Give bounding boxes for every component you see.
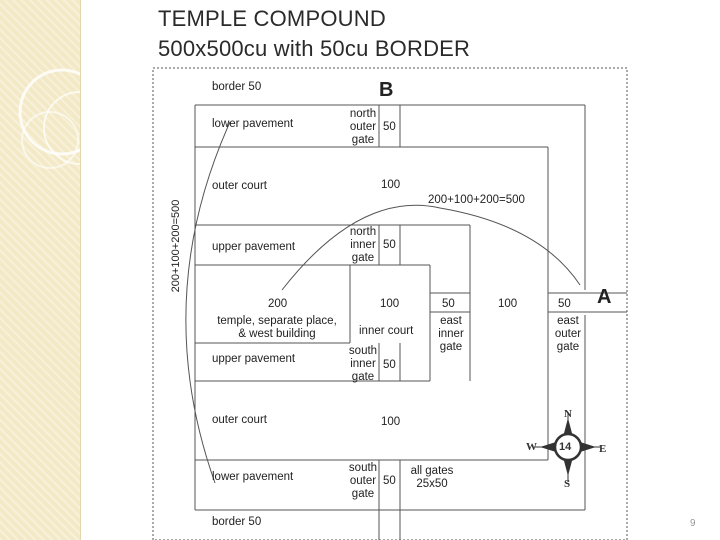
title-line-2: 500x500cu with 50cu BORDER	[158, 36, 471, 61]
border-top-label: border 50	[212, 81, 262, 93]
temple-area-label: temple, separate place,& west building	[217, 315, 337, 340]
lower-pavement-bottom-label: lower pavement	[212, 471, 294, 483]
outer-border-boundary	[152, 67, 628, 540]
compass-s: S	[564, 478, 571, 490]
marker-a: A	[597, 286, 612, 308]
lower-pavement-top-label: lower pavement	[212, 118, 294, 130]
val-200-temple: 200	[268, 298, 288, 310]
sum-vertical-label: 200+100+200=500	[170, 199, 182, 293]
compass-number: 14	[559, 441, 572, 453]
decorative-circles	[18, 68, 80, 169]
inner-court-label: inner court	[359, 325, 414, 337]
val-100-east: 100	[498, 298, 518, 310]
border-bottom-label: border 50	[212, 516, 262, 528]
val-50-north-inner: 50	[383, 239, 396, 251]
val-100-outer-court-top: 100	[381, 179, 401, 191]
val-100-outer-court-bottom: 100	[381, 416, 401, 428]
val-50-north-outer: 50	[383, 121, 396, 133]
west-arc	[185, 121, 231, 484]
compass-n: N	[564, 408, 572, 420]
page-number: 9	[690, 518, 696, 529]
val-50-east-inner: 50	[442, 298, 455, 310]
val-50-south-outer: 50	[383, 475, 396, 487]
outer-court-top-label: outer court	[212, 180, 267, 192]
val-50-south-inner: 50	[383, 359, 396, 371]
outer-court-bottom-label: outer court	[212, 414, 267, 426]
val-50-east-outer: 50	[558, 298, 571, 310]
title-line-1: TEMPLE COMPOUND	[158, 6, 386, 31]
compass-e: E	[599, 443, 607, 455]
east-arc	[281, 204, 581, 291]
val-100-inner-court: 100	[380, 298, 400, 310]
marker-b: B	[379, 79, 394, 101]
compass-icon	[535, 412, 600, 482]
decorative-side-strip	[0, 0, 81, 540]
upper-pavement-bottom-label: upper pavement	[212, 353, 296, 365]
compass-w: W	[526, 441, 537, 453]
upper-pavement-top-label: upper pavement	[212, 241, 296, 253]
sum-horizontal-label: 200+100+200=500	[428, 194, 525, 206]
